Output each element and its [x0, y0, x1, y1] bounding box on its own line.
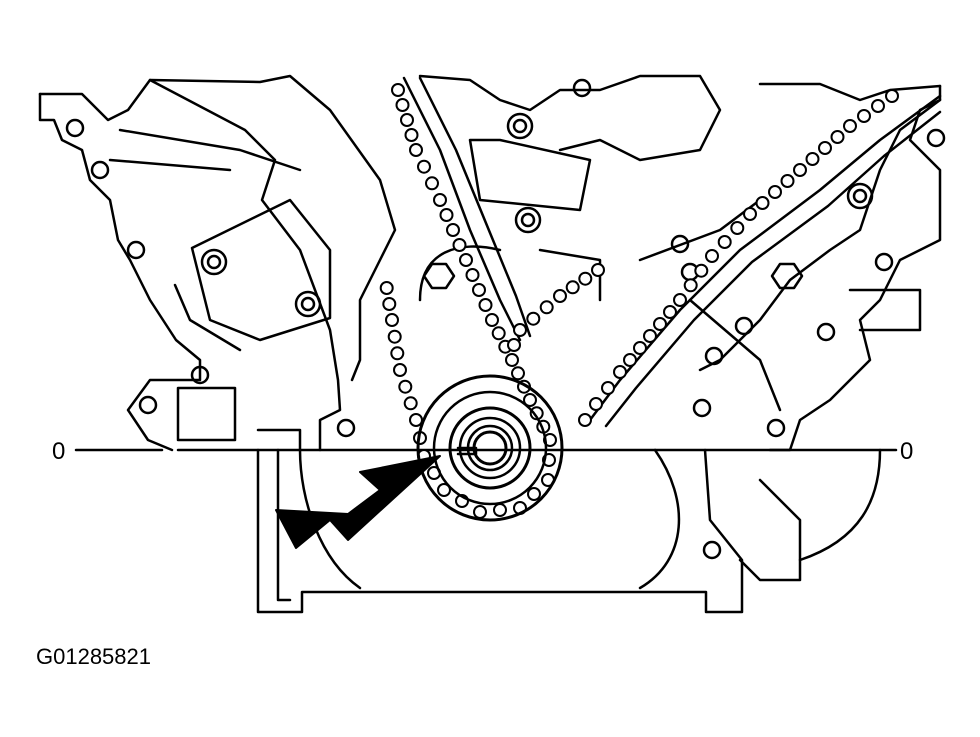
- chain-link: [591, 263, 605, 277]
- chain-link: [439, 208, 454, 222]
- chain-link: [404, 128, 419, 142]
- chain-link: [409, 143, 423, 157]
- right-head-outline: [638, 82, 942, 582]
- chain-link: [871, 99, 885, 113]
- chain-link: [390, 346, 405, 361]
- chain-link: [472, 283, 486, 297]
- engine-block-lower: [256, 448, 744, 614]
- chain-link: [507, 338, 521, 352]
- chain-link: [511, 366, 525, 381]
- chain-link: [730, 221, 745, 235]
- chain-link: [403, 396, 418, 411]
- chain-link: [491, 326, 506, 341]
- chain-link: [393, 363, 407, 377]
- chain-link: [493, 503, 507, 517]
- chain-link: [417, 159, 431, 174]
- chain-link: [633, 341, 647, 355]
- crankshaft-sprocket: [416, 374, 564, 522]
- chain-link: [513, 323, 527, 337]
- chain-link: [452, 238, 467, 252]
- chain-link: [623, 353, 637, 367]
- chain-link: [379, 281, 394, 295]
- chain-link: [578, 413, 592, 427]
- timing-mark-label-right: 0: [900, 438, 914, 465]
- chain-link: [694, 263, 709, 278]
- chain-link: [382, 297, 397, 311]
- chain-link: [565, 280, 580, 295]
- chain-link: [459, 253, 473, 267]
- chain-link: [409, 413, 423, 427]
- chain-link: [387, 329, 402, 344]
- chain-link: [433, 193, 447, 207]
- chain-link: [653, 317, 667, 331]
- chain-link: [673, 293, 687, 307]
- chain-link: [473, 505, 487, 519]
- center-timing-chain: [507, 263, 605, 352]
- chain-link: [613, 365, 627, 379]
- chain-link: [885, 89, 899, 103]
- chain-link: [465, 268, 480, 282]
- chain-link: [485, 313, 499, 327]
- figure-id: G01285821: [36, 644, 151, 669]
- chain-link: [705, 249, 719, 263]
- upper-center-housing: [418, 74, 722, 302]
- chain-link: [793, 163, 807, 177]
- chain-link: [385, 313, 399, 327]
- chain-link: [743, 207, 757, 221]
- chain-link: [526, 311, 541, 326]
- chain-link: [643, 329, 657, 343]
- left-head-outline: [38, 74, 397, 452]
- chain-link: [663, 305, 677, 319]
- timing-mark-label-left: 0: [52, 438, 66, 465]
- chain-link: [395, 98, 410, 112]
- chain-link: [505, 353, 519, 367]
- chain-link: [683, 278, 698, 293]
- mounting-bolts: [65, 78, 946, 560]
- chain-link: [857, 109, 871, 123]
- left-tensioner: [173, 198, 332, 352]
- chain-link: [425, 176, 439, 191]
- chain-link: [446, 223, 460, 237]
- chain-link: [843, 119, 857, 133]
- chain-guides: [402, 76, 942, 428]
- chain-link: [523, 393, 537, 407]
- chain-link: [830, 130, 845, 144]
- left-timing-chain: [379, 83, 557, 519]
- chain-link: [391, 83, 405, 97]
- chain-link: [478, 298, 493, 312]
- chain-link: [527, 487, 541, 501]
- chain-link: [755, 196, 770, 210]
- chain-link: [539, 300, 554, 315]
- chain-link: [780, 174, 795, 188]
- timing-mark-arrow: [275, 455, 441, 549]
- chain-link: [578, 271, 593, 286]
- chain-link: [398, 379, 413, 394]
- chain-link: [805, 152, 820, 166]
- chain-link: [601, 381, 615, 395]
- chain-link: [529, 406, 544, 421]
- chain-link: [818, 141, 832, 155]
- chain-link: [717, 235, 732, 249]
- chain-link: [437, 483, 451, 497]
- chain-link: [768, 185, 782, 199]
- right-timing-chain: [578, 89, 899, 427]
- chain-link: [589, 397, 603, 411]
- chain-link: [400, 113, 414, 127]
- hex-bolts: [422, 262, 804, 290]
- chain-link: [553, 289, 567, 303]
